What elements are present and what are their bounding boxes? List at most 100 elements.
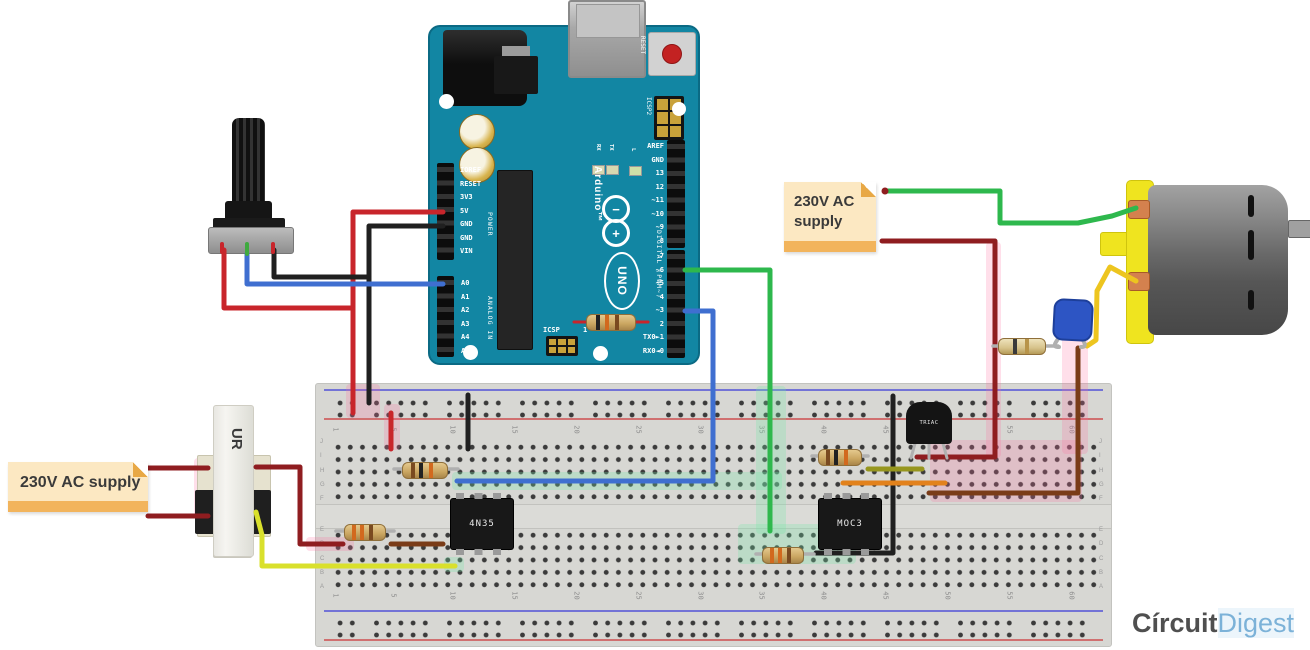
mounting-hole [672,102,686,116]
analog-header [437,276,454,357]
snubber-resistor [998,338,1046,355]
label: H [320,467,325,474]
note-right-text: 230V AC supply [784,182,876,232]
power-rail-bottom [336,615,1091,639]
potentiometer [205,115,295,260]
label: AREF [647,142,664,150]
motor-body [1148,185,1288,335]
label: TX0►1 [642,333,664,341]
label: A2 [461,306,470,314]
label: D [1099,541,1104,548]
note-bar [784,241,876,252]
label: ~5 [655,279,664,287]
rx-led [592,165,605,175]
digital-header-bottom [667,250,685,358]
logo-digest: Digest [1217,608,1295,638]
regulator-tab [502,46,530,58]
label: GND [460,233,473,242]
icsp-label: ICSP [543,326,560,334]
mcu-chip [497,170,533,350]
label: F [1099,496,1103,502]
note-right-line1: 230V AC [794,193,855,210]
mounting-hole [439,94,454,109]
label: GND [460,220,473,228]
label: G [1099,481,1104,488]
label: RESET [460,179,482,188]
rail-line-blue-bottom [324,610,1103,612]
note-right: 230V AC supply [784,182,876,252]
label: J [1099,439,1102,445]
label: ~6 [655,265,664,274]
uno-oval: UNO [604,252,640,310]
label: 2 [659,319,664,328]
stray-resistor [586,314,636,331]
circuitdigest-logo: CírcuitDigest [1132,608,1295,639]
power-header [437,163,454,260]
mounting-hole [593,346,608,361]
wire-gnd [366,223,446,406]
label: ~10 [651,209,664,218]
label: 12 [655,182,664,191]
wire-pin6-green [682,267,773,534]
motor-shaft [1288,220,1310,238]
note-bar [8,501,148,512]
icsp-pin1-label: 1 [583,326,588,334]
label: C [1099,555,1104,562]
label: C [320,555,325,562]
wire-ac-neutral-maroon [879,238,998,460]
wire-pot-wiper-a0 [244,251,446,287]
label: A0 [461,279,470,287]
capacitor-electrolytic [459,147,495,183]
label: ~3 [655,306,664,314]
connection-highlight [1062,332,1088,454]
capacitor-electrolytic [459,114,495,150]
note-fold [861,182,876,197]
wire-pot-vcc [221,247,356,311]
label: ~11 [651,196,664,204]
label: VIN [460,247,473,255]
resistor [402,462,448,479]
tx-led [606,165,619,175]
label: B [1099,569,1104,576]
motor-terminal-bottom [1128,272,1150,291]
digital-header-top [667,140,685,248]
label: A [1099,584,1104,590]
label: 4 [659,292,664,301]
label: 7 [659,252,664,260]
label: F [320,496,324,502]
arduino-logo-plus: + [602,219,630,247]
snubber-capacitor [1051,297,1095,343]
triac: TRIAC [906,402,952,444]
label: G [320,481,325,488]
label: A1 [461,292,470,301]
optocoupler-4n35: 4N35 [450,493,514,555]
note-right-line2: supply [794,213,843,230]
logo-circuit: Círcuit [1132,608,1218,638]
label: B [320,569,325,576]
rail-line-red-bottom [324,639,1103,641]
label: E [1099,527,1104,533]
label: 13 [655,169,664,177]
label: RX0◄0 [642,346,664,355]
label: H [1099,467,1104,474]
label: 8 [659,236,664,245]
motor-vent [1248,230,1254,260]
wire-5v [350,209,446,416]
dc-motor [1096,172,1310,350]
label: J [320,439,323,445]
wire-trans-secondary2 [253,509,458,569]
label: 5V [460,206,469,215]
wire-pin3-blue [454,308,716,484]
pot-shaft [232,118,265,210]
motor-vent [1248,195,1254,217]
label: A3 [461,319,470,328]
note-left-text: 230V AC supply [20,474,141,491]
label: A [320,584,325,590]
wire-motor-yellow [1084,264,1139,349]
